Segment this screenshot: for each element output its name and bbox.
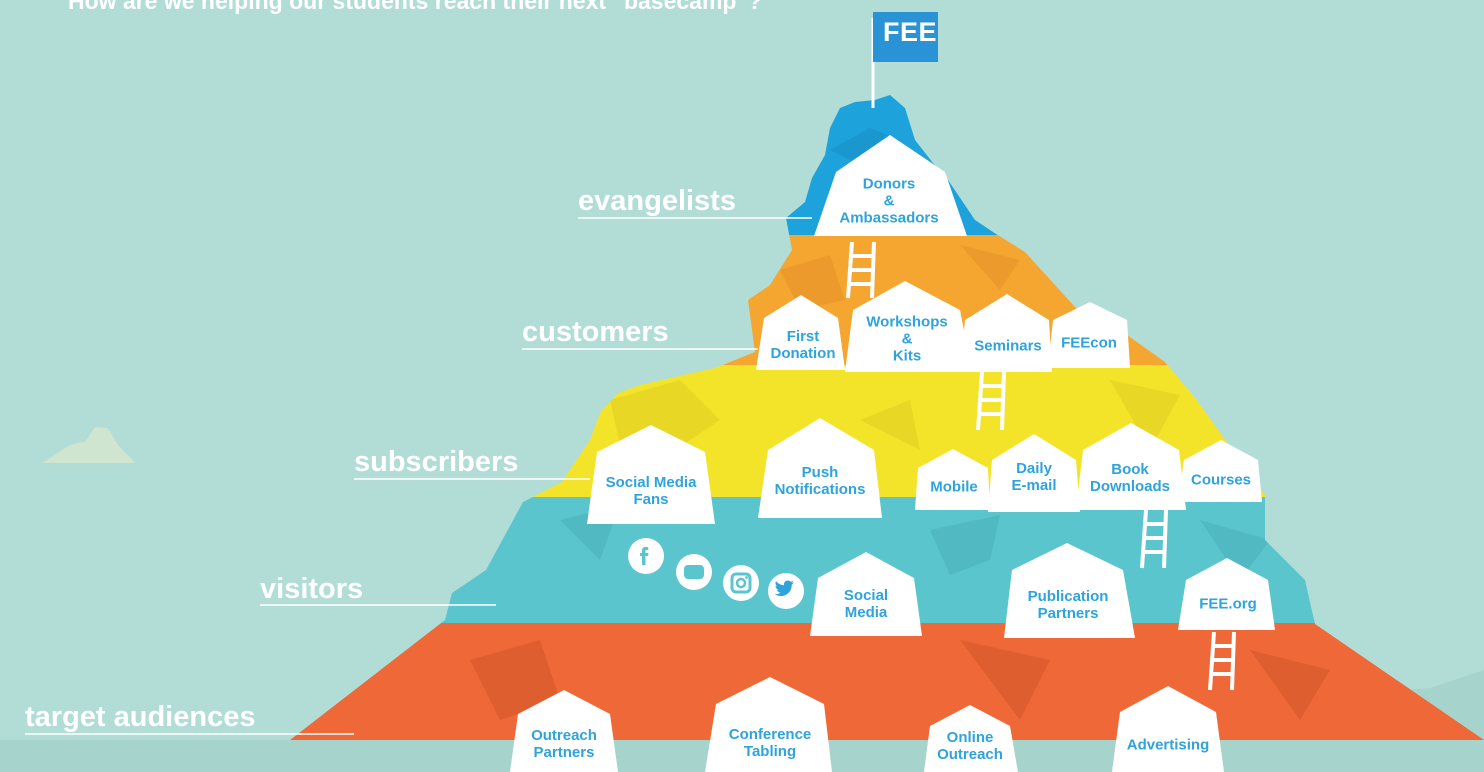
tent-label-push-notifications: Push Notifications <box>774 464 866 498</box>
headline: How are we helping our students reach th… <box>68 0 762 14</box>
tent-label-donors: Donors & Ambassadors <box>839 175 939 227</box>
ladder-icon <box>976 371 1006 431</box>
instagram-icon <box>723 565 759 601</box>
tent-label-online-outreach: Online Outreach <box>937 729 1003 763</box>
tents <box>510 135 1275 772</box>
tier-label-evangelists: evangelists <box>578 185 736 217</box>
youtube-icon <box>676 554 712 590</box>
cloud-shape <box>42 427 135 463</box>
tent-label-conference-tabling: Conference Tabling <box>728 726 812 760</box>
tent-conference-tabling <box>705 677 832 772</box>
tent-label-workshops: Workshops & Kits <box>866 313 948 365</box>
ladder-icon <box>846 241 876 299</box>
flag-label: FEE <box>883 17 938 47</box>
tent-courses <box>1178 440 1262 502</box>
tent-label-first-donation: First Donation <box>770 328 836 362</box>
ladder-icon <box>1140 509 1168 569</box>
tent-label-book-downloads: Book Downloads <box>1089 461 1171 495</box>
tent-label-publication-partners: Publication Partners <box>1027 588 1109 622</box>
tier-label-target-audiences: target audiences <box>25 701 256 733</box>
tent-push-notifications <box>758 418 882 518</box>
tent-label-fee-org: FEE.org <box>1199 595 1257 613</box>
tent-label-social-media: Social Media <box>843 587 889 621</box>
flag-icon <box>873 12 938 62</box>
tent-feecon <box>1048 302 1130 368</box>
tent-label-seminars: Seminars <box>974 337 1042 355</box>
tier-label-customers: customers <box>522 316 669 348</box>
tent-mobile <box>915 449 990 510</box>
tent-outreach-partners <box>510 690 618 772</box>
tent-label-advertising: Advertising <box>1126 736 1210 754</box>
tent-publication-partners <box>1004 543 1135 638</box>
tier-label-visitors: visitors <box>260 573 364 605</box>
twitter-icon <box>768 573 804 609</box>
tent-donors <box>814 135 967 236</box>
tier-band-subscribers <box>290 365 1484 497</box>
facebook-icon <box>628 538 664 574</box>
tent-fee-org <box>1178 558 1275 630</box>
tent-label-daily-email: Daily E-mail <box>1011 460 1057 494</box>
ladder-icon <box>1208 631 1236 691</box>
tent-label-courses: Courses <box>1190 471 1252 489</box>
tent-online-outreach <box>924 705 1018 772</box>
tent-social-media <box>810 552 922 636</box>
tent-label-mobile: Mobile <box>930 478 978 496</box>
tent-workshops <box>845 281 972 372</box>
tent-book-downloads <box>1076 423 1186 510</box>
tent-label-social-media-fans: Social Media Fans <box>605 474 697 508</box>
tent-label-outreach-partners: Outreach Partners <box>531 727 597 761</box>
tent-first-donation <box>756 295 845 370</box>
tier-band-customers <box>290 235 1484 365</box>
tent-advertising <box>1112 686 1224 772</box>
tier-label-subscribers: subscribers <box>354 446 519 478</box>
tier-band-evangelists <box>290 95 1484 235</box>
tent-label-feecon: FEEcon <box>1061 334 1117 352</box>
tent-seminars <box>960 294 1052 372</box>
tent-daily-email <box>988 434 1080 512</box>
tent-social-media-fans <box>587 425 715 524</box>
